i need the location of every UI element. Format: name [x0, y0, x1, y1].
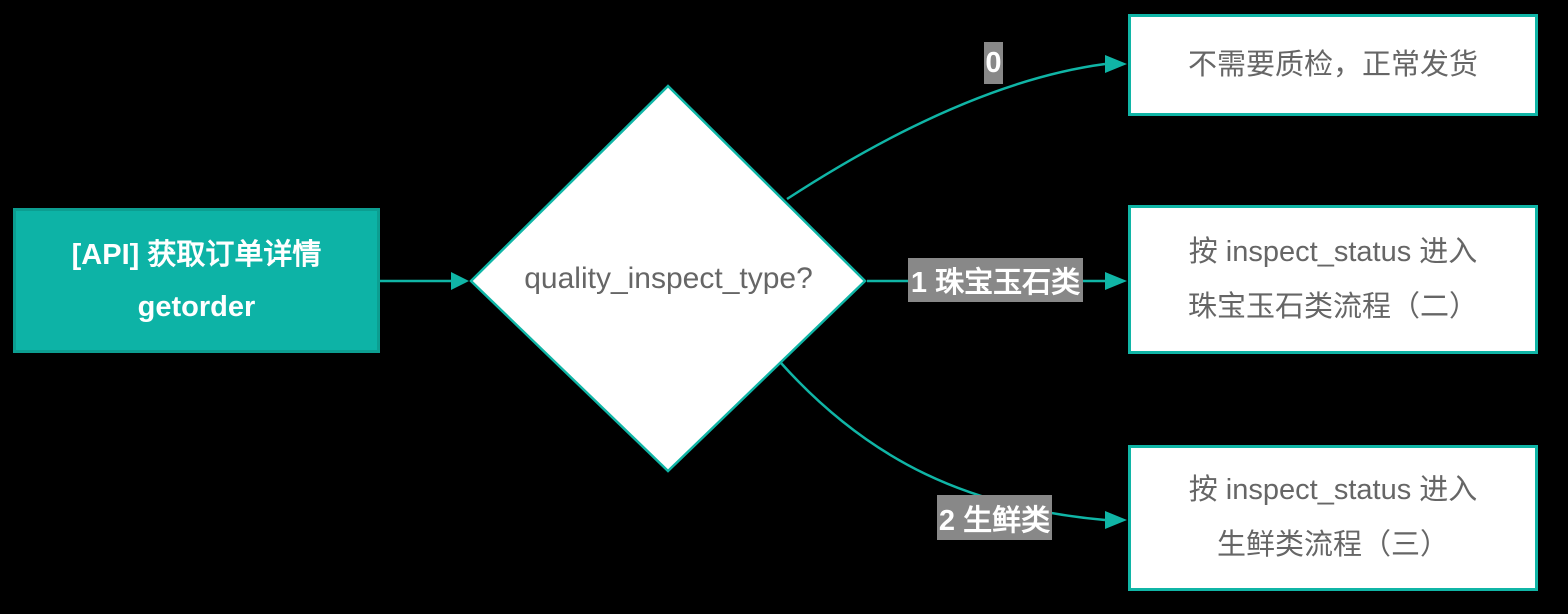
edge-label-0: 0 [984, 42, 1003, 84]
node-outcome-no-inspection: 不需要质检，正常发货 [1128, 14, 1538, 116]
edge-label-2: 2 生鲜类 [937, 495, 1052, 540]
decision-diamond-shape [469, 84, 867, 473]
edge-0-path [786, 62, 1106, 201]
node-outcome-jewelry-flow-line2: 珠宝玉石类流程（二） [1187, 290, 1478, 323]
node-get-order-line1: [API] 获取订单详情 [71, 238, 322, 271]
edge-2-path [780, 362, 1106, 522]
edge-label-1: 1 珠宝玉石类 [908, 258, 1083, 302]
edge-0-arrowhead-icon [1105, 55, 1127, 73]
node-outcome-jewelry-flow: 按 inspect_status 进入 珠宝玉石类流程（二） [1128, 205, 1538, 354]
node-outcome-fresh-flow-line1: 按 inspect_status 进入 [1188, 474, 1478, 506]
edge-2-arrowhead-icon [1105, 511, 1127, 529]
node-get-order: [API] 获取订单详情 getorder [13, 208, 380, 353]
node-outcome-fresh-flow-line2: 生鲜类流程（三） [1216, 529, 1449, 561]
edge-start-arrowhead-icon [451, 272, 469, 290]
node-outcome-fresh-flow: 按 inspect_status 进入 生鲜类流程（三） [1128, 445, 1538, 591]
node-get-order-line2: getorder [137, 290, 256, 323]
node-outcome-no-inspection-line1: 不需要质检，正常发货 [1187, 48, 1478, 81]
node-outcome-jewelry-flow-line1: 按 inspect_status 进入 [1188, 235, 1478, 268]
edge-1-arrowhead-icon [1105, 272, 1127, 290]
